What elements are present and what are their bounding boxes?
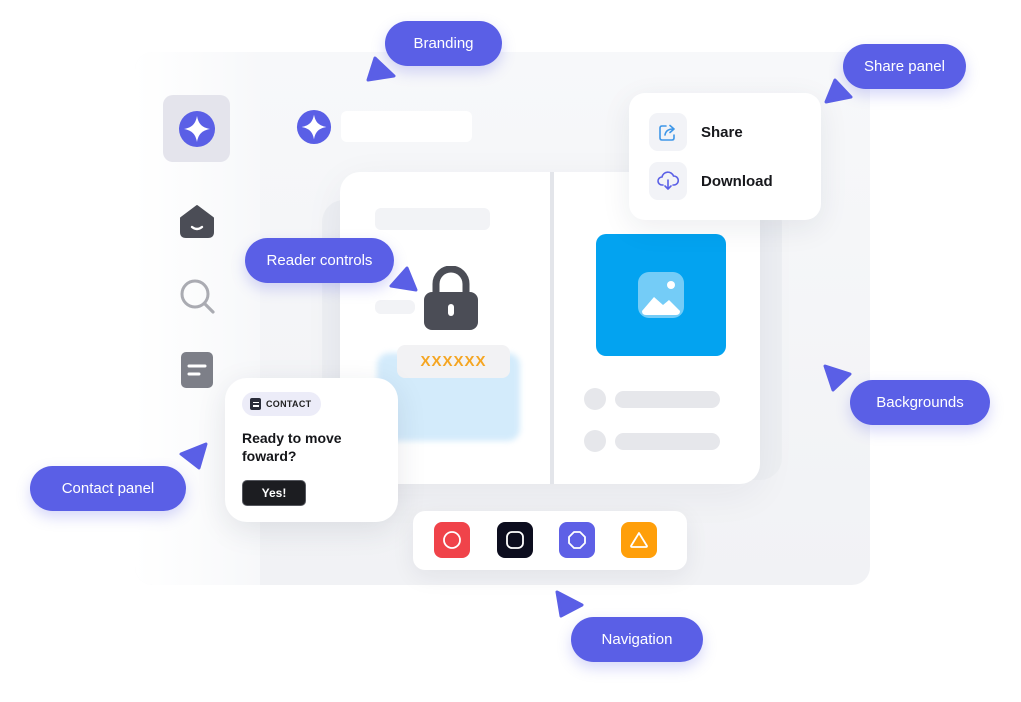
skeleton-line	[615, 391, 720, 408]
skeleton-dot	[584, 388, 606, 410]
pointer-arrow-icon	[179, 442, 208, 470]
pointer-arrow-icon	[823, 364, 852, 392]
nav-button-circle[interactable]	[434, 522, 470, 558]
contact-message: Ready to move foward?	[242, 430, 342, 464]
pointer-arrow-icon	[389, 266, 418, 292]
share-menu-item[interactable]: Share	[649, 112, 743, 152]
blurred-text-line	[375, 300, 415, 314]
share-panel: Share Download	[629, 93, 821, 220]
search-icon	[180, 279, 215, 314]
locked-code: XXXXXX	[397, 345, 510, 378]
pointer-arrow-icon	[824, 78, 853, 104]
home-icon	[180, 205, 214, 238]
book-spine	[550, 172, 554, 484]
background-image-tile[interactable]	[596, 234, 726, 356]
callout-backgrounds: Backgrounds	[850, 380, 990, 425]
document-icon	[250, 398, 261, 410]
share-label: Share	[701, 123, 743, 141]
contact-yes-button[interactable]: Yes!	[242, 480, 306, 506]
sidebar-logo-button[interactable]	[163, 95, 230, 162]
circle-icon	[443, 531, 461, 549]
lock-icon	[422, 265, 480, 337]
header-logo[interactable]	[296, 109, 332, 150]
sidebar-home-button[interactable]	[178, 201, 216, 239]
brand-name-placeholder	[341, 111, 472, 142]
rounded-square-icon	[506, 531, 524, 549]
nav-button-triangle[interactable]	[621, 522, 657, 558]
callout-share-panel: Share panel	[843, 44, 966, 89]
triangle-icon	[630, 532, 648, 548]
octagon-icon	[568, 531, 586, 549]
nav-button-octagon[interactable]	[559, 522, 595, 558]
download-menu-item[interactable]: Download	[649, 161, 773, 201]
sidebar-search-button[interactable]	[178, 277, 216, 315]
contact-badge: CONTACT	[242, 392, 322, 416]
skeleton-dot	[584, 430, 606, 452]
callout-navigation: Navigation	[571, 617, 703, 662]
image-icon	[638, 272, 684, 318]
callout-contact-panel: Contact panel	[30, 466, 186, 511]
callout-branding: Branding	[385, 21, 502, 66]
nav-button-square[interactable]	[497, 522, 533, 558]
callout-reader-controls: Reader controls	[245, 238, 394, 283]
pointer-arrow-icon	[555, 590, 584, 618]
contact-badge-label: CONTACT	[266, 399, 312, 409]
skeleton-line	[615, 433, 720, 450]
blurred-text-line	[375, 208, 490, 230]
pointer-arrow-icon	[366, 56, 396, 82]
share-icon	[649, 113, 687, 151]
sidebar-document-button[interactable]	[180, 351, 214, 389]
cloud-download-icon	[649, 162, 687, 200]
document-icon	[181, 352, 213, 388]
brand-star-icon	[178, 110, 215, 147]
brand-star-icon	[296, 109, 332, 145]
contact-panel: CONTACT Ready to move foward? Yes!	[225, 378, 398, 522]
download-label: Download	[701, 172, 773, 190]
